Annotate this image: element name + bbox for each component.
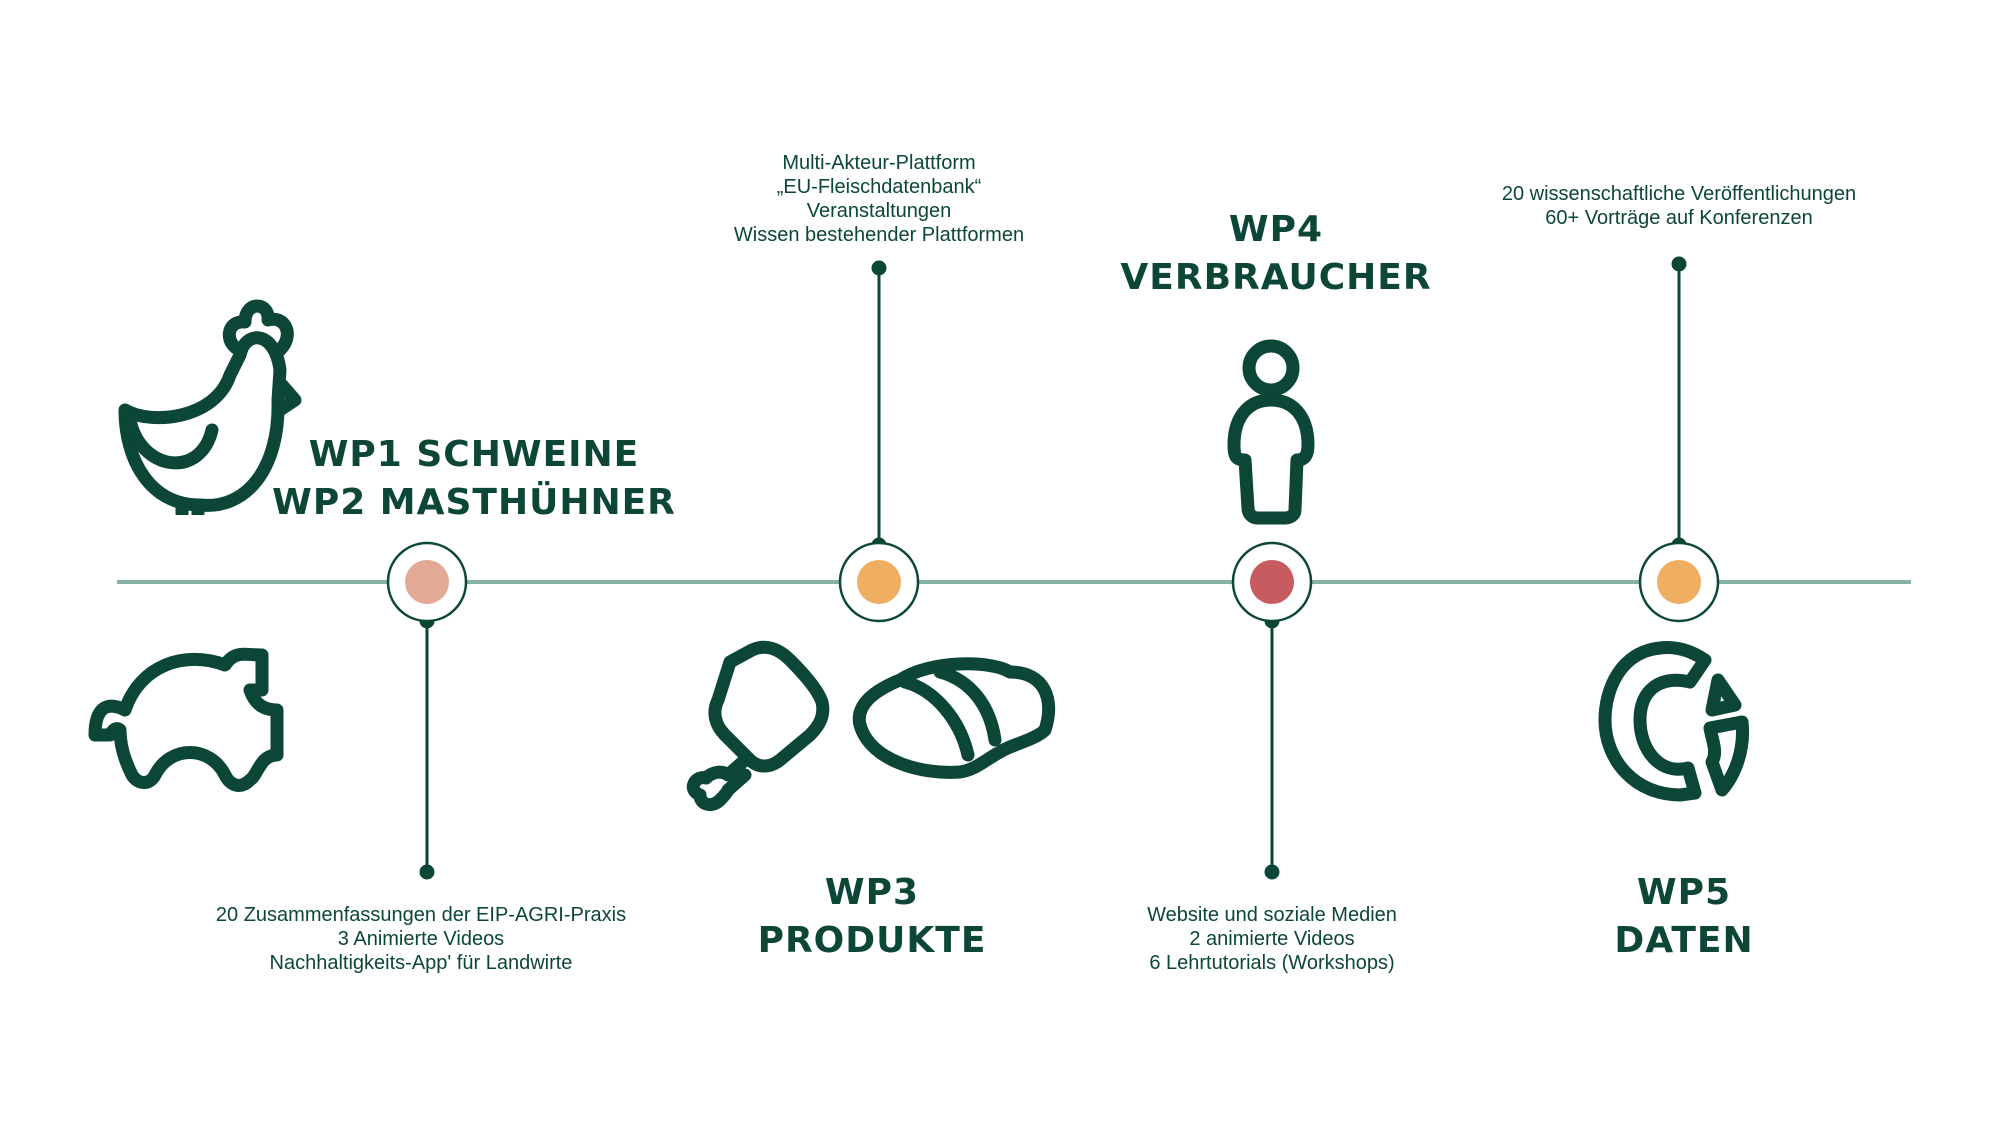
wp5-title-line: DATEN (1614, 920, 1754, 961)
wp3-title-line: WP3 (824, 872, 920, 913)
wp12-title-line: WP1 SCHWEINE (308, 434, 640, 475)
pig-icon (88, 647, 284, 792)
wp4-item: Website und soziale Medien (1147, 904, 1397, 926)
wp3-connector (871, 260, 887, 553)
wp4-connector (1264, 613, 1280, 880)
wp5-item: 60+ Vorträge auf Konferenzen (1545, 207, 1813, 229)
wp5-deliverables: 20 wissenschaftliche Veröffentlichungen … (1502, 182, 1856, 230)
wp12-item: 3 Animierte Videos (337, 928, 505, 950)
wp4-node-dot (1250, 560, 1294, 604)
wp12-item: Nachhaltigkeits-App' für Landwirte (269, 952, 573, 974)
pie-chart-icon (1598, 641, 1750, 802)
wp3-title: WP3 PRODUKTE (758, 869, 987, 965)
wp12-deliverables: 20 Zusammenfassungen der EIP-AGRI-Praxis… (216, 903, 626, 975)
wp5-title-line: WP5 (1636, 872, 1732, 913)
wp12-connector (419, 613, 435, 880)
wp3-item: Wissen bestehender Plattformen (733, 224, 1025, 246)
wp3-item: Multi-Akteur-Plattform (782, 152, 976, 174)
wp3-node-dot (857, 560, 901, 604)
wp4-title: WP4 VERBRAUCHER (1120, 206, 1431, 302)
wp12-title-line: WP2 MASTHÜHNER (272, 482, 676, 523)
wp12-item: 20 Zusammenfassungen der EIP-AGRI-Praxis (215, 904, 627, 926)
wp4-item: 2 animierte Videos (1189, 928, 1355, 950)
wp3-title-line: PRODUKTE (757, 920, 987, 961)
wp4-deliverables: Website und soziale Medien 2 animierte V… (1147, 903, 1397, 975)
wp5-title: WP5 DATEN (1614, 869, 1753, 965)
chicken-icon (118, 299, 302, 515)
bread-icon (852, 657, 1056, 779)
wp12-title: WP1 SCHWEINE WP2 MASTHÜHNER (272, 431, 676, 527)
wp3-item: „EU-Fleischdatenbank“ (776, 176, 982, 198)
drumstick-icon (686, 640, 830, 812)
wp12-node-dot (405, 560, 449, 604)
wp5-item: 20 wissenschaftliche Veröffentlichungen (1501, 183, 1857, 205)
person-icon (1227, 339, 1315, 525)
wp3-deliverables: Multi-Akteur-Plattform „EU-Fleischdatenb… (734, 151, 1024, 247)
wp4-title-line: VERBRAUCHER (1120, 257, 1432, 298)
wp3-item: Veranstaltungen (806, 200, 952, 222)
wp5-connector (1671, 256, 1687, 553)
wp4-item: 6 Lehrtutorials (Workshops) (1149, 952, 1395, 974)
wp4-title-line: WP4 (1228, 209, 1324, 250)
wp5-node-dot (1657, 560, 1701, 604)
